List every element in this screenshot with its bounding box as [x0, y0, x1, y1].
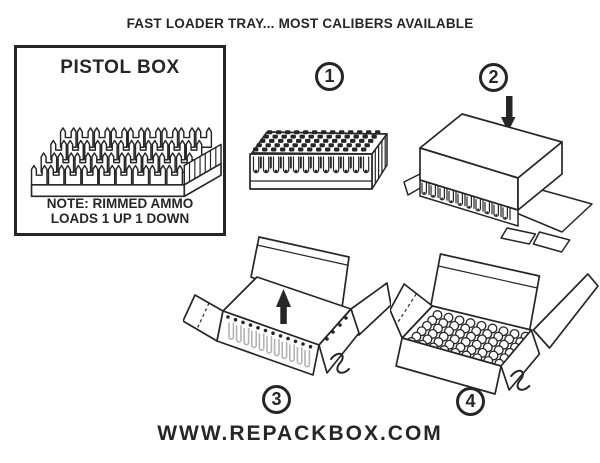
step-2-badge: 2 [479, 63, 508, 92]
pistol-box-panel: PISTOL BOX [14, 45, 226, 236]
step-4-illustration [390, 227, 599, 395]
panel-note-line1: NOTE: RIMMED AMMO [46, 195, 194, 211]
lid-tuck-tab [532, 231, 571, 253]
website-url: WWW.REPACKBOX.COM [157, 422, 443, 445]
step-3-badge: 3 [262, 385, 291, 414]
step-4-number: 4 [465, 391, 476, 411]
box-side-face-notch [318, 308, 360, 374]
box-front-face [395, 337, 502, 395]
tray-base-side [183, 162, 222, 198]
loader-tray-icon [30, 127, 222, 198]
bullet-tip-grid [253, 130, 381, 152]
page-title: FAST LOADER TRAY... MOST CALIBERS AVAILA… [126, 16, 474, 31]
panel-title: PISTOL BOX [60, 57, 180, 78]
step-3-number: 3 [271, 389, 282, 409]
box-body [419, 113, 563, 211]
step-1-badge: 1 [315, 62, 344, 91]
step-3-illustration [183, 236, 391, 376]
s-notch-icon [330, 352, 350, 374]
box-left-flap [183, 294, 224, 342]
step-4-badge: 4 [456, 387, 485, 416]
step-2-number: 2 [488, 67, 499, 87]
loaded-tray-front [249, 153, 373, 190]
box-side-face-notch [500, 329, 541, 391]
up-arrow-icon [276, 289, 291, 324]
lid-tuck-tab [500, 227, 537, 245]
tray-base-front [30, 183, 186, 198]
step-1-illustration [249, 130, 388, 190]
s-notch-icon [510, 369, 531, 391]
panel-note-line2: LOADS 1 UP 1 DOWN [50, 210, 190, 226]
step-2-illustration [403, 96, 593, 233]
box-front-face-tray [216, 310, 320, 376]
box-right-flap [532, 273, 599, 349]
step-1-number: 1 [324, 66, 335, 86]
panel-note: NOTE: RIMMED AMMO LOADS 1 UP 1 DOWN [17, 196, 223, 226]
down-arrow-icon [501, 96, 516, 132]
